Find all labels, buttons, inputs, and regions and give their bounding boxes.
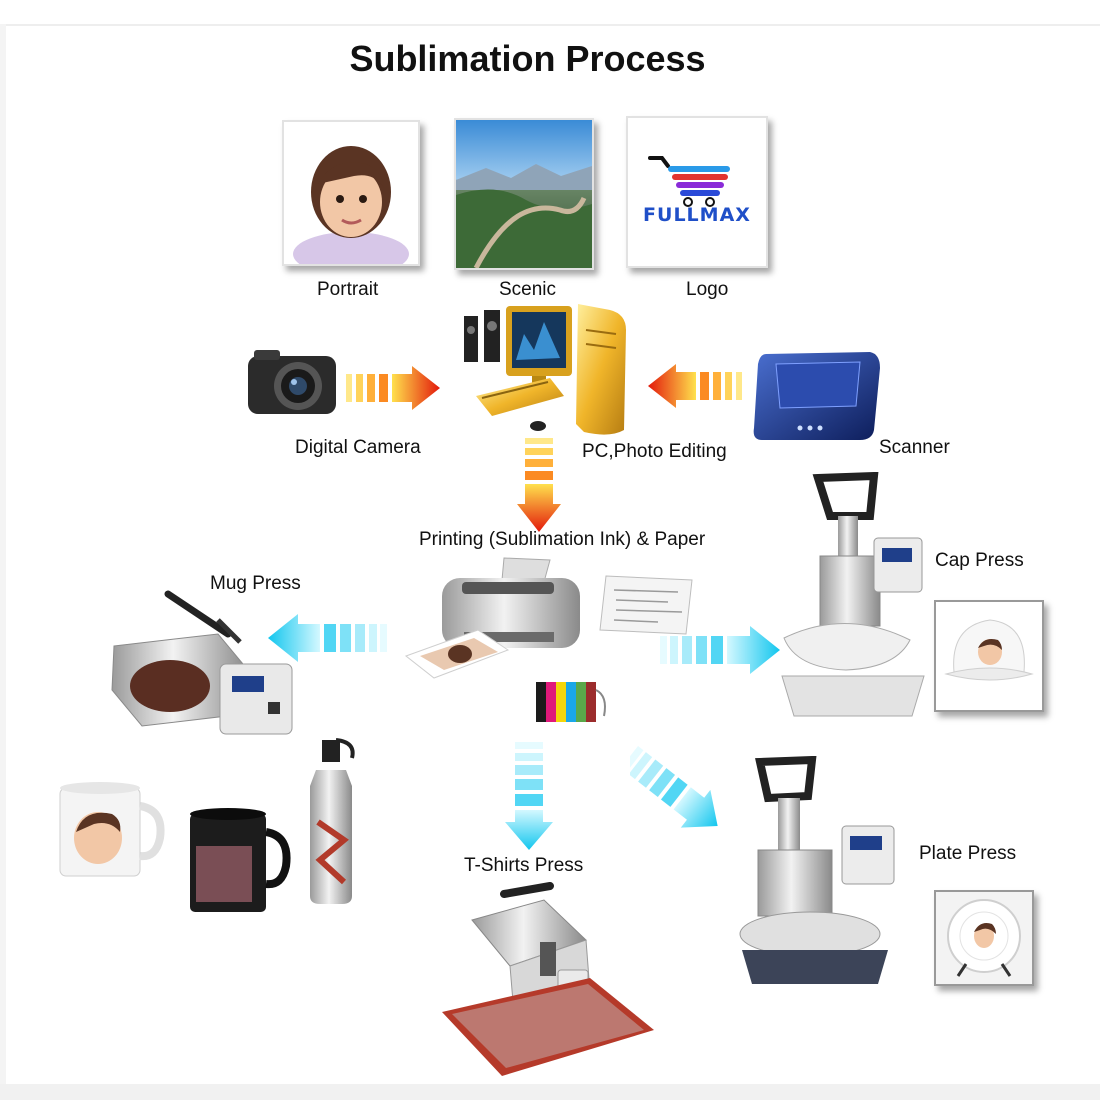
mug-press-machine-icon: [108, 590, 298, 740]
plate-sample-photo: [934, 890, 1034, 986]
printing-label: Printing (Sublimation Ink) & Paper: [419, 529, 706, 550]
logo-label: Logo: [686, 279, 729, 300]
arrow-printer-to-plate: [630, 732, 740, 842]
great-wall-image: [456, 120, 592, 268]
pc-workstation-icon: [460, 300, 630, 440]
frame-top-line: [0, 24, 1100, 26]
mug-press-label: Mug Press: [210, 573, 301, 594]
camera-icon: [244, 346, 340, 426]
scanner-label: Scanner: [879, 437, 950, 458]
sublimation-paper-icon: [598, 574, 694, 636]
portrait-photo: [282, 120, 420, 266]
ink-cartridges-icon: [532, 676, 612, 726]
arrow-printer-to-cap: [660, 626, 782, 674]
photo-plate-image: [936, 892, 1032, 984]
logo-wordmark: FULLMAX: [643, 204, 751, 226]
printer-icon: [404, 556, 584, 686]
black-mug-icon: [186, 806, 292, 916]
scanner-icon: [748, 348, 884, 444]
arrow-printer-to-mug: [268, 614, 388, 662]
tshirt-press-machine-icon: [440, 880, 660, 1080]
cap-press-label: Cap Press: [935, 550, 1024, 571]
arrow-printer-to-tshirt: [505, 742, 553, 852]
child-portrait-image: [284, 122, 418, 264]
diagram-title: Sublimation Process: [349, 38, 706, 79]
sports-bottle-icon: [300, 736, 370, 906]
digital-camera-label: Digital Camera: [295, 437, 421, 458]
portrait-label: Portrait: [317, 279, 379, 300]
pc-photo-editing-label: PC,Photo Editing: [582, 441, 727, 462]
scenic-photo: [454, 118, 594, 270]
scenic-label: Scenic: [499, 279, 557, 300]
frame-bottom-band: [0, 1084, 1100, 1100]
arrow-scanner-to-pc: [646, 364, 742, 408]
plate-press-label: Plate Press: [919, 843, 1017, 864]
white-cap-image: [936, 602, 1042, 710]
arrow-camera-to-pc: [346, 366, 442, 410]
cap-press-machine-icon: [776, 472, 932, 718]
arrow-pc-to-printer: [517, 438, 561, 534]
frame-left-line: [0, 24, 6, 1086]
white-mug-icon: [54, 780, 166, 880]
tshirt-press-label: T-Shirts Press: [464, 855, 584, 876]
cap-sample-photo: [934, 600, 1044, 712]
logo-card: FULLMAX: [626, 116, 768, 268]
cart-logo-icon: [628, 118, 766, 266]
plate-press-machine-icon: [738, 756, 902, 986]
